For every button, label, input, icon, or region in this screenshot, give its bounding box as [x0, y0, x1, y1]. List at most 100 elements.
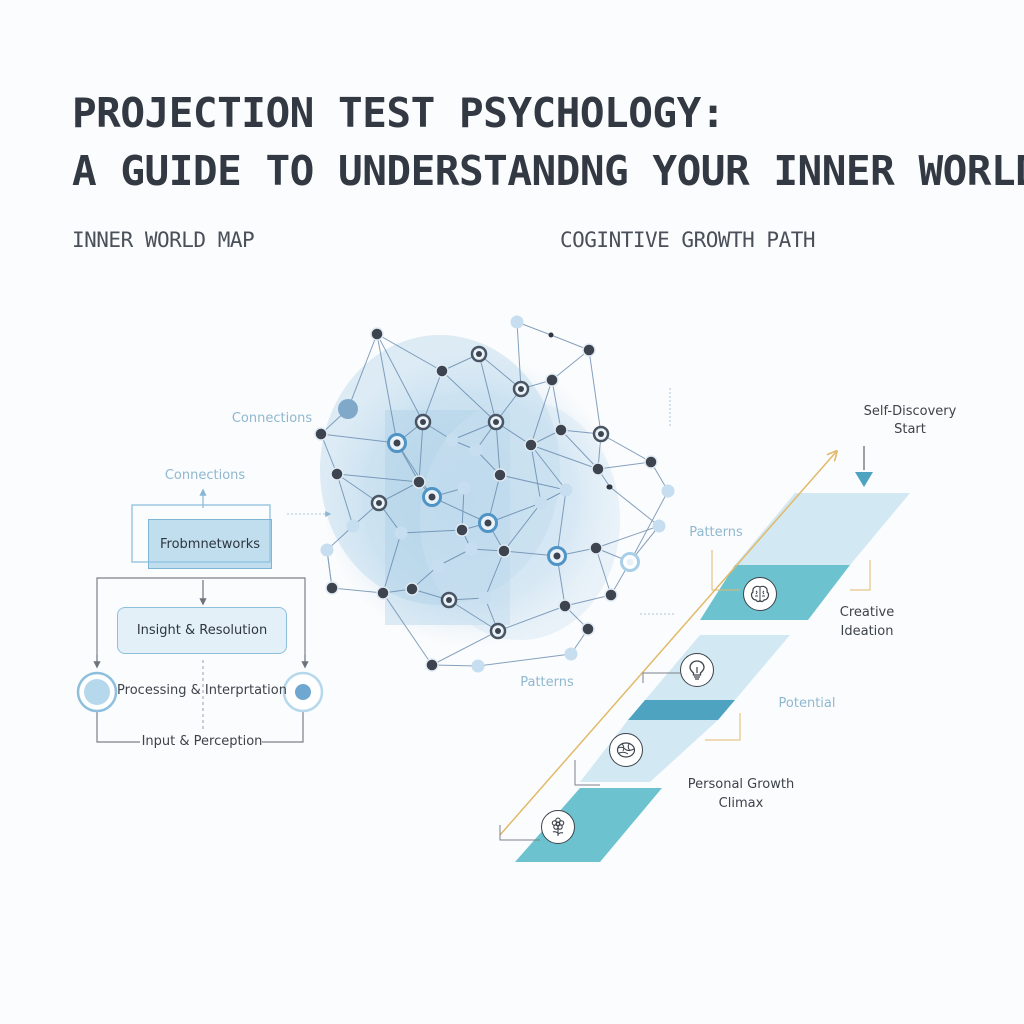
network-edge	[382, 592, 433, 666]
network-nodes	[314, 315, 675, 673]
network-node	[370, 494, 388, 512]
network-edge	[400, 529, 463, 534]
network-edge	[551, 379, 562, 431]
network-edge	[530, 444, 567, 491]
network-edge	[530, 444, 599, 470]
network-node	[661, 484, 675, 498]
band-3	[645, 635, 790, 700]
network-edge	[320, 433, 398, 444]
network-node	[471, 659, 485, 673]
network-edge	[530, 444, 542, 504]
network-node	[338, 399, 358, 419]
network-node	[325, 581, 339, 595]
network-edge	[495, 421, 501, 476]
network-edge	[376, 333, 398, 444]
network-edge	[595, 525, 660, 549]
network-edge	[461, 487, 465, 531]
network-edge	[609, 486, 660, 527]
network-node	[469, 443, 483, 457]
flow-circle-left	[76, 671, 118, 713]
network-node	[478, 591, 492, 605]
network-edge	[516, 321, 522, 390]
network-node	[581, 622, 595, 636]
network-edge	[418, 421, 424, 483]
network-node	[512, 380, 530, 398]
network-edge	[431, 496, 489, 524]
network-edge	[320, 433, 338, 475]
network-node	[564, 647, 578, 661]
network-node	[589, 541, 603, 555]
network-edge	[478, 353, 497, 423]
network-edge	[376, 333, 424, 423]
network-edge	[347, 333, 378, 410]
band-5	[580, 720, 718, 782]
personal-growth-climax-label: Personal Growth Climax	[687, 777, 795, 811]
lightbulb-icon	[680, 653, 714, 687]
network-node	[604, 588, 618, 602]
start-marker-triangle	[855, 472, 873, 487]
network-node	[591, 462, 605, 476]
network-node	[346, 519, 360, 533]
network-node	[405, 582, 419, 596]
network-edge	[396, 442, 433, 498]
network-edge	[530, 379, 553, 446]
network-edge	[556, 489, 567, 557]
network-edge	[331, 587, 384, 594]
creative-ideation-label: Creative Ideation	[839, 605, 895, 639]
network-node	[524, 438, 538, 452]
network-edge	[484, 550, 505, 599]
connections-label-network: Connections	[231, 411, 313, 426]
network-node	[387, 433, 407, 453]
network-edge	[382, 532, 402, 594]
network-node	[422, 487, 442, 507]
network-node	[548, 332, 554, 338]
brain-icon	[743, 577, 777, 611]
network-edge	[336, 473, 354, 527]
patterns-label-path: Patterns	[689, 525, 743, 540]
network-edge	[503, 502, 542, 552]
network-node	[592, 425, 610, 443]
network-edge	[422, 370, 443, 423]
network-node	[620, 552, 640, 572]
network-edge	[336, 473, 420, 483]
processing-label: Processing & Interprtation	[117, 683, 287, 698]
connections-label-top: Connections	[164, 468, 246, 483]
insight-resolution-box: Insight & Resolution	[117, 607, 287, 654]
network-edge	[551, 349, 590, 381]
network-node	[457, 481, 471, 495]
network-node	[394, 526, 408, 540]
network-node	[487, 413, 505, 431]
network-node	[478, 513, 498, 533]
network-edge	[629, 490, 669, 563]
network-edge	[448, 599, 499, 632]
network-node	[440, 591, 458, 609]
network-cloud	[320, 335, 620, 650]
network-node	[431, 559, 445, 573]
network-node	[534, 496, 548, 510]
network-edge	[597, 461, 652, 470]
inner-world-map-heading: INNER WORLD MAP	[72, 228, 255, 252]
network-edge	[336, 473, 380, 504]
network-edge	[560, 429, 599, 470]
network-node	[314, 427, 328, 441]
network-edge	[477, 653, 572, 667]
network-node	[330, 467, 344, 481]
cognitive-growth-path-heading: COGINTIVE GROWTH PATH	[560, 228, 816, 252]
network-edge	[497, 605, 566, 632]
network-node	[489, 622, 507, 640]
flower-icon	[541, 810, 575, 844]
band-4	[628, 700, 735, 720]
network-node	[558, 599, 572, 613]
network-edge	[595, 547, 612, 596]
network-node	[320, 543, 334, 557]
network-edge	[441, 370, 497, 423]
network-node	[455, 523, 469, 537]
network-edge	[431, 630, 499, 666]
patterns-label-network: Patterns	[520, 675, 574, 690]
globe-brain-icon	[609, 733, 643, 767]
network-node	[425, 658, 439, 672]
self-discovery-start-label: Self-Discovery Start	[863, 404, 957, 437]
band-6	[515, 788, 662, 862]
network-edge	[550, 334, 590, 351]
flow-circle-right	[282, 671, 324, 713]
